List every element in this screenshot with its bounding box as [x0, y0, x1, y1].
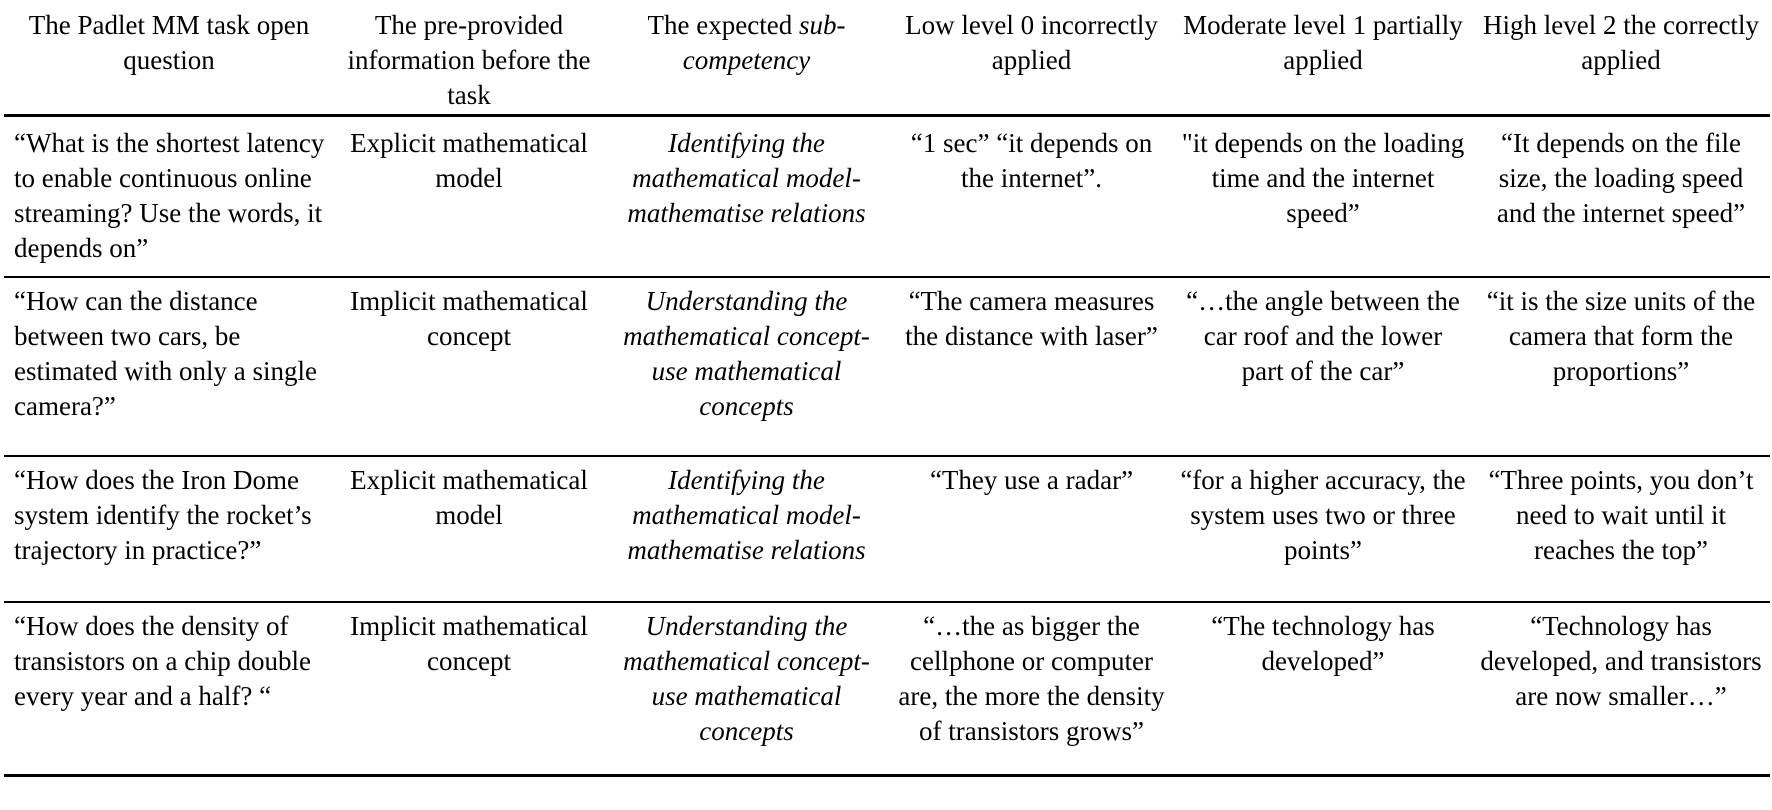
cell-info: Explicit mathematical model: [334, 115, 604, 278]
cell-low: “They use a radar”: [889, 456, 1174, 603]
header-pre-provided-info: The pre-provided information before the …: [334, 2, 604, 117]
cell-subcompetency: Understanding the mathematical concept- …: [604, 602, 889, 777]
cell-moderate: “…the angle between the car roof and the…: [1174, 277, 1472, 457]
table-header: The Padlet MM task open question The pre…: [4, 2, 1770, 117]
cell-info: Explicit mathematical model: [334, 456, 604, 603]
cell-subcompetency: Identifying the mathematical model-mathe…: [604, 115, 889, 278]
cell-subcompetency: Identifying the mathematical model-mathe…: [604, 456, 889, 603]
header-moderate-level: Moderate level 1 partially applied: [1174, 2, 1472, 117]
cell-low: “The camera measures the distance with l…: [889, 277, 1174, 457]
header-subcompetency-label: sub-competency: [682, 10, 846, 75]
cell-question: “How does the density of transistors on …: [4, 602, 334, 777]
table-body: “What is the shortest latency to enable …: [4, 115, 1770, 777]
cell-info: Implicit mathematical concept: [334, 602, 604, 777]
table-row: “How can the distance between two cars, …: [4, 277, 1770, 457]
table-row: “What is the shortest latency to enable …: [4, 115, 1770, 278]
cell-low: “1 sec” “it depends on the internet”.: [889, 115, 1174, 278]
cell-high: “Technology has developed, and transisto…: [1472, 602, 1770, 777]
cell-question: “How does the Iron Dome system identify …: [4, 456, 334, 603]
table-row: “How does the density of transistors on …: [4, 602, 1770, 777]
header-low-level: Low level 0 incorrectly applied: [889, 2, 1174, 117]
header-expected-subcompetency: The expected sub-competency: [604, 2, 889, 117]
cell-low: “…the as bigger the cellphone or compute…: [889, 602, 1174, 777]
cell-question: “How can the distance between two cars, …: [4, 277, 334, 457]
rubric-table: The Padlet MM task open question The pre…: [4, 2, 1770, 777]
cell-moderate: “The technology has developed”: [1174, 602, 1472, 777]
cell-subcompetency: Understanding the mathematical concept- …: [604, 277, 889, 457]
cell-high: “it is the size units of the camera that…: [1472, 277, 1770, 457]
cell-info: Implicit mathematical concept: [334, 277, 604, 457]
header-row: The Padlet MM task open question The pre…: [4, 2, 1770, 117]
cell-question: “What is the shortest latency to enable …: [4, 115, 334, 278]
table-row: “How does the Iron Dome system identify …: [4, 456, 1770, 603]
header-high-level: High level 2 the correctly applied: [1472, 2, 1770, 117]
header-expected-label: The expected: [647, 10, 799, 40]
cell-moderate: "it depends on the loading time and the …: [1174, 115, 1472, 278]
header-task-question: The Padlet MM task open question: [4, 2, 334, 117]
cell-high: “It depends on the file size, the loadin…: [1472, 115, 1770, 278]
cell-moderate: “for a higher accuracy, the system uses …: [1174, 456, 1472, 603]
cell-high: “Three points, you don’t need to wait un…: [1472, 456, 1770, 603]
